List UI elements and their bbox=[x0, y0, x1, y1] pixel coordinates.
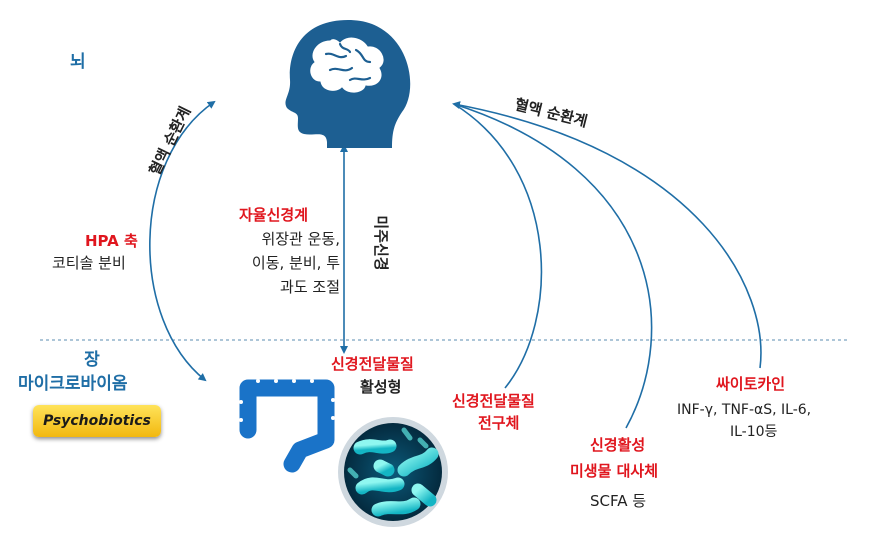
precursor-line bbox=[453, 103, 543, 389]
neurotransmitter-active-line-2: 활성형 bbox=[360, 378, 402, 396]
neurotransmitter-precursor-line-2: 전구체 bbox=[478, 414, 520, 432]
cytokines-line-2: IL-10등 bbox=[730, 424, 778, 440]
bacteria-circle-icon bbox=[338, 417, 448, 527]
cytokine-line bbox=[452, 101, 762, 369]
brain-label: 뇌 bbox=[70, 52, 86, 72]
autonomic-line-1: 위장관 운동, bbox=[261, 230, 340, 248]
autonomic-line-2: 이동, 분비, 투 bbox=[251, 254, 340, 272]
vagus-label: 미주신경 bbox=[372, 215, 390, 271]
intestine-bumps bbox=[239, 379, 335, 422]
metabolites-line-1: 신경활성 bbox=[590, 436, 646, 454]
neurotransmitter-active-line-1: 신경전달물질 bbox=[331, 355, 414, 373]
gut-title-line-2: 마이크로바이옴 bbox=[18, 374, 128, 394]
head-brain-icon bbox=[285, 20, 411, 148]
left-circulation-arrow bbox=[149, 100, 216, 382]
cytokines-line-1: INF-γ, TNF-αS, IL-6, bbox=[677, 402, 812, 418]
autonomic-line-3: 과도 조절 bbox=[280, 278, 340, 296]
psychobiotics-badge: Psychobiotics bbox=[33, 405, 161, 437]
intestine-icon bbox=[239, 379, 335, 473]
hpa-title: HPA 축 bbox=[85, 232, 138, 250]
metabolites-line-2: 미생물 대사체 bbox=[570, 462, 659, 480]
neurotransmitter-precursor-line-1: 신경전달물질 bbox=[452, 392, 535, 410]
cytokines-title: 싸이토카인 bbox=[716, 375, 786, 393]
hpa-desc: 코티솔 분비 bbox=[52, 254, 126, 272]
gut-title-line-1: 장 bbox=[84, 350, 100, 370]
autonomic-title: 자율신경계 bbox=[239, 206, 309, 224]
metabolites-desc: SCFA 등 bbox=[590, 492, 647, 510]
metabolite-line bbox=[453, 103, 653, 429]
